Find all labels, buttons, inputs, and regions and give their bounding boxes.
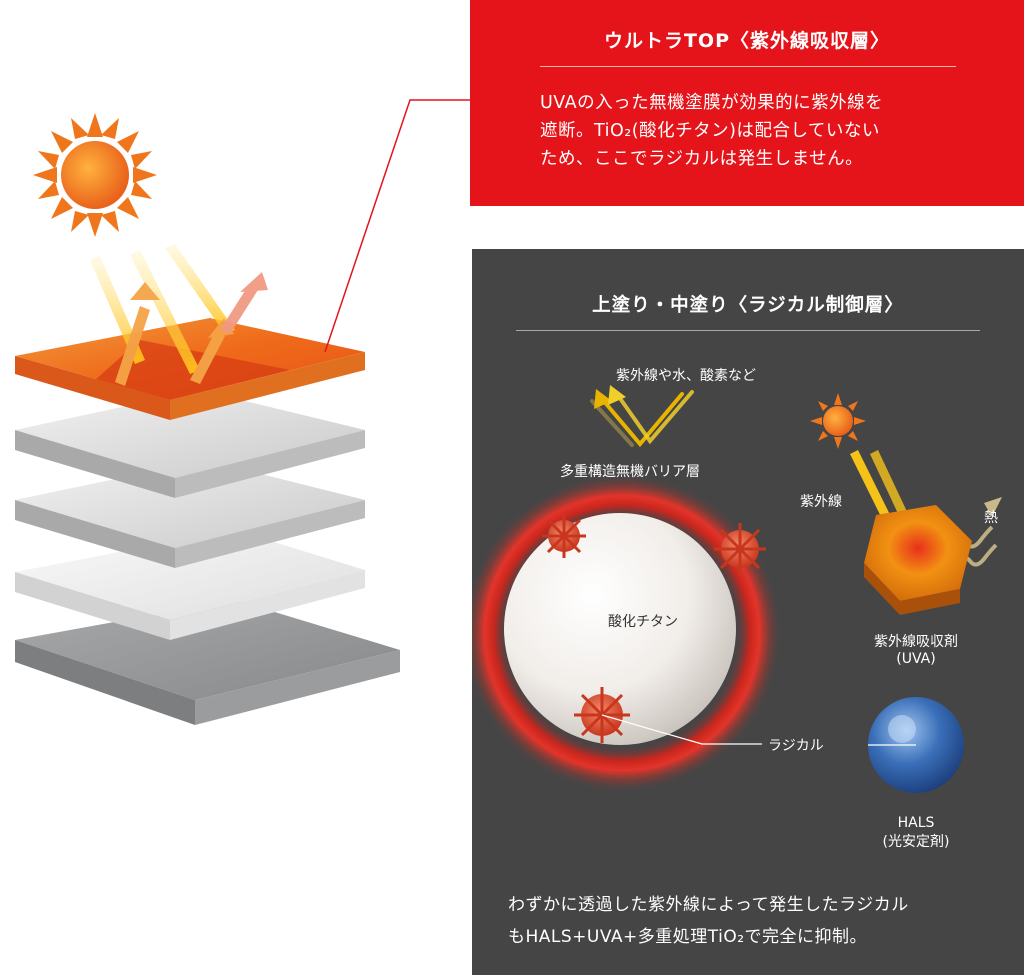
label-uv: 紫外線 — [800, 494, 842, 510]
white-layer — [15, 530, 365, 640]
panel-title: 上塗り・中塗り〈ラジカル制御層〉 — [592, 295, 904, 316]
uv-beam-arrows — [90, 244, 268, 386]
label-uva: 紫外線吸収剤 (UVA) — [856, 631, 976, 667]
top-box-description: UVAの入った無機塗膜が効果的に紫外線を 遮断。TiO₂(酸化チタン)は配合して… — [540, 89, 960, 173]
top-box-divider — [540, 66, 956, 67]
label-uva-line-1: 紫外線吸収剤 — [874, 634, 958, 650]
heat-arrow-head — [984, 497, 1002, 517]
top-box-title: ウルトラTOP〈紫外線吸収層〉 — [603, 30, 891, 52]
label-hals-line-1: HALS — [897, 815, 935, 831]
uv-absorbing-layer-box: ウルトラTOP〈紫外線吸収層〉 UVAの入った無機塗膜が効果的に紫外線を 遮断。… — [470, 0, 1024, 206]
label-titanium-oxide: 酸化チタン — [608, 614, 678, 630]
uva-hexagon — [864, 505, 972, 615]
panel-conclusion: わずかに透過した紫外線によって発生したラジカル もHALS+UVA+多重処理Ti… — [508, 889, 1008, 953]
label-heat: 熱 — [984, 510, 998, 526]
conclusion-line-1: わずかに透過した紫外線によって発生したラジカル — [508, 895, 909, 915]
hals-sphere — [868, 697, 964, 793]
top-box-line-1: UVAの入った無機塗膜が効果的に紫外線を — [540, 93, 884, 113]
conclusion-line-2: もHALS+UVA+多重処理TiO₂で完全に抑制。 — [508, 927, 868, 947]
substrate-layer — [15, 600, 400, 725]
radical-leader-line — [601, 714, 762, 745]
top-box-line-3: ため、ここでラジカルは発生しません。 — [540, 149, 864, 169]
label-hals: HALS (光安定剤) — [856, 815, 976, 851]
titanium-sphere — [504, 513, 736, 745]
label-hals-line-2: (光安定剤) — [882, 834, 950, 850]
label-radical: ラジカル — [768, 738, 824, 754]
gray-layer-2 — [15, 460, 365, 568]
top-box-line-2: 遮断。TiO₂(酸化チタン)は配合していない — [540, 121, 880, 141]
radical-control-layer-panel: 上塗り・中塗り〈ラジカル制御層〉 — [472, 249, 1024, 975]
coating-layers-illustration — [15, 99, 470, 725]
sun-icon — [33, 113, 157, 237]
sun-icon — [810, 393, 866, 449]
reflected-ray-arrows — [590, 390, 694, 448]
reflected-arrow-head-1 — [594, 389, 612, 409]
callout-line — [324, 99, 470, 353]
label-uv-water-oxygen: 紫外線や水、酸素など — [616, 368, 756, 384]
gray-layer-1 — [15, 390, 365, 498]
radical-particle-icon — [714, 523, 766, 575]
label-barrier-layer: 多重構造無機バリア層 — [560, 464, 700, 480]
panel-divider — [516, 330, 980, 331]
reflected-arrow-head-2 — [608, 385, 626, 405]
radical-control-illustration — [472, 385, 1002, 793]
label-uva-line-2: (UVA) — [896, 651, 936, 667]
radical-particle-icon — [542, 514, 586, 558]
